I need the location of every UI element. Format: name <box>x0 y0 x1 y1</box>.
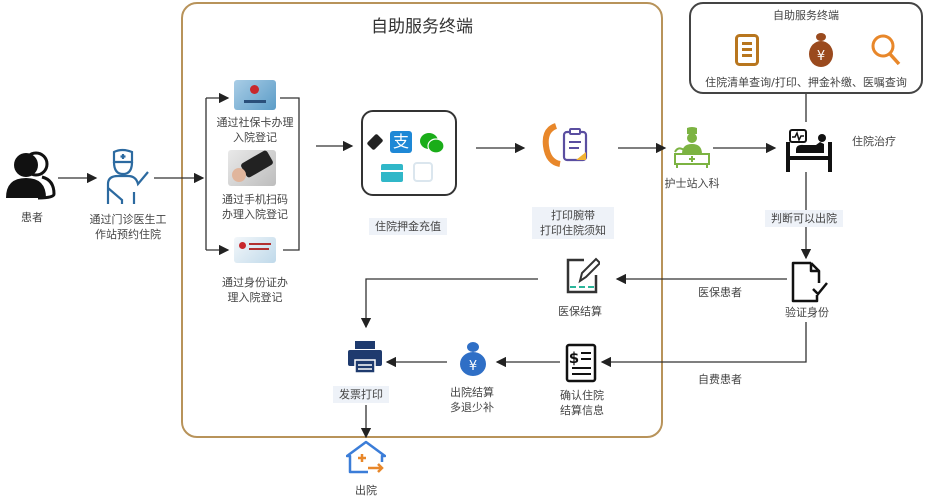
card-text-stripe <box>244 100 266 103</box>
alipay-icon: 支 <box>390 131 412 153</box>
svg-text:$: $ <box>569 349 579 367</box>
discharge-label: 出院 <box>355 484 377 497</box>
insurance-settlement-icon <box>566 257 600 294</box>
refund-money-bag-icon: ¥ <box>460 342 486 376</box>
doctor-label-line2: 作站预约住院 <box>95 228 161 241</box>
bank-card-icon <box>381 164 403 182</box>
discharge-settlement-label-line1: 出院结算 <box>450 386 494 399</box>
discharge-settlement-label-line2: 多退少补 <box>450 401 494 414</box>
can-discharge-label: 判断可以出院 <box>765 210 843 227</box>
face-recognition-icon <box>413 162 433 182</box>
id-card-label-line1: 通过身份证办 <box>222 276 288 289</box>
patient-icon <box>6 151 56 200</box>
id-card-image <box>234 237 276 263</box>
self-pay-patient-label: 自费患者 <box>698 373 742 386</box>
treatment-label: 住院治疗 <box>852 135 896 148</box>
social-security-card-image <box>234 80 276 110</box>
confirm-settlement-label-line1: 确认住院 <box>560 389 604 402</box>
nurse-station-label: 护士站入科 <box>664 177 720 190</box>
phone-scan-label-line2: 办理入院登记 <box>222 208 288 221</box>
card-text-stripe <box>249 243 271 245</box>
phone-scan-label-line1: 通过手机扫码 <box>222 193 288 206</box>
insurance-patient-label: 医保患者 <box>698 286 742 299</box>
side-terminal-caption: 住院清单查询/打印、押金补缴、医嘱查询 <box>705 76 907 89</box>
deposit-label: 住院押金充值 <box>369 218 447 235</box>
card-stripe <box>381 170 403 172</box>
national-emblem-icon <box>250 85 259 94</box>
verify-identity-label: 验证身份 <box>785 306 829 319</box>
side-terminal-title: 自助服务终端 <box>773 9 839 22</box>
discharge-house-icon <box>346 440 386 474</box>
list-document-icon <box>735 34 759 66</box>
main-terminal-title: 自助服务终端 <box>371 17 473 37</box>
wechat-pay-icon <box>420 133 445 154</box>
confirm-settlement-label-line2: 结算信息 <box>560 404 604 417</box>
side-terminal-container <box>689 2 923 94</box>
svg-text:¥: ¥ <box>817 49 825 64</box>
doctor-icon <box>106 148 149 204</box>
payment-methods-box <box>361 110 457 196</box>
self-service-terminal-container <box>181 2 663 438</box>
wristband-print-icon <box>542 123 588 167</box>
verify-identity-icon <box>791 261 828 303</box>
wristband-label: 打印腕带 打印住院须知 <box>532 207 614 239</box>
nurse-station-icon <box>674 127 710 168</box>
hospital-bed-icon <box>786 129 832 172</box>
doctor-label-line1: 通过门诊医生工 <box>89 213 167 226</box>
money-bag-icon: ¥ <box>809 33 833 67</box>
id-card-label-line2: 理入院登记 <box>227 291 283 304</box>
wristband-label-line1: 打印腕带 <box>551 209 595 222</box>
insurance-settlement-label: 医保结算 <box>558 305 602 318</box>
card-text-stripe <box>249 248 269 250</box>
invoice-print-label: 发票打印 <box>333 386 389 403</box>
phone-scan-image <box>228 149 276 186</box>
national-emblem-icon <box>239 242 246 249</box>
patient-label: 患者 <box>21 211 43 224</box>
search-icon <box>871 34 901 66</box>
social-card-label-line2: 入院登记 <box>233 131 277 144</box>
printer-icon <box>348 341 382 374</box>
hand-image <box>232 168 246 182</box>
svg-text:¥: ¥ <box>469 359 477 374</box>
social-card-label-line1: 通过社保卡办理 <box>216 116 294 129</box>
bill-document-icon: $ <box>565 343 597 383</box>
wristband-label-line2: 打印住院须知 <box>540 224 606 237</box>
